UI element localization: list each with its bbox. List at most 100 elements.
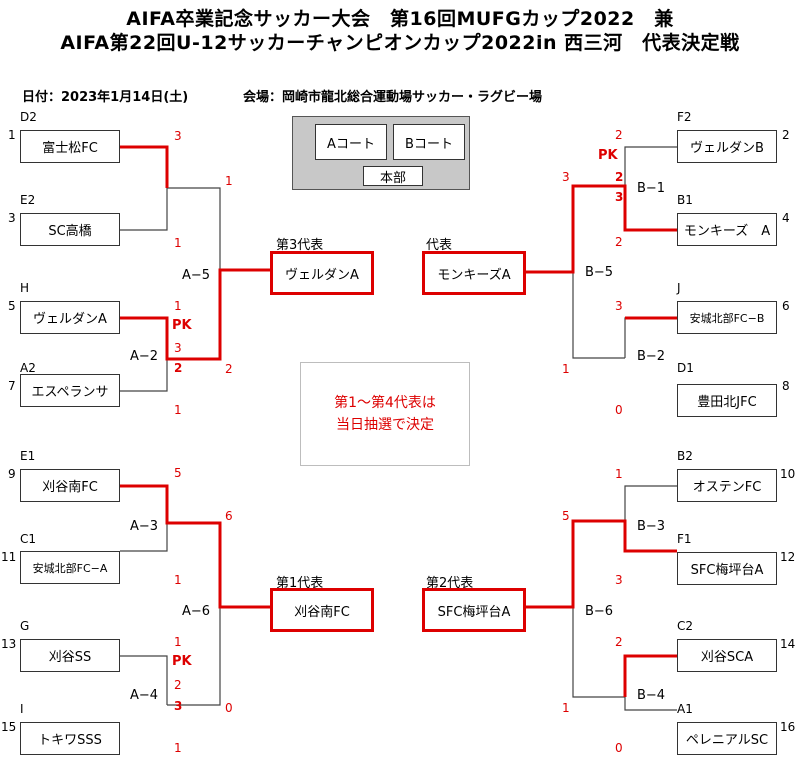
score: 2: [615, 128, 623, 142]
score: 1: [225, 174, 233, 188]
rep-title-1: 第1代表: [276, 576, 324, 591]
seed-number: 12: [780, 550, 796, 564]
team-box: 刈谷SS: [20, 639, 120, 672]
seed-number: 15: [1, 720, 17, 734]
team-code: B1: [677, 193, 693, 207]
score: 1: [174, 741, 182, 755]
team-box: 安城北部FC−A: [20, 551, 120, 584]
team-box: ヴェルダンB: [677, 130, 777, 163]
pk-label: PK: [598, 148, 618, 163]
team-box: 豊田北JFC: [677, 384, 777, 417]
court-a: Aコート: [315, 124, 387, 160]
team-code: C2: [677, 619, 694, 633]
score: 3: [174, 341, 182, 355]
score: 1: [562, 701, 570, 715]
seed-number: 8: [782, 379, 790, 393]
score: 2: [174, 361, 183, 375]
score: 2: [615, 170, 624, 184]
score: 1: [174, 403, 182, 417]
venue-map: Aコート Bコート 本部: [292, 116, 470, 190]
rep-title: 代表: [426, 238, 453, 253]
team-code: I: [20, 702, 24, 716]
match-label-b2: B−2: [637, 349, 666, 364]
draw-note: 第1～第4代表は 当日抽選で決定: [300, 362, 470, 466]
seed-number: 5: [8, 299, 16, 313]
team-box: 富士松FC: [20, 130, 120, 163]
seed-number: 2: [782, 128, 790, 142]
team-code: F2: [677, 110, 692, 124]
team-box: 刈谷SCA: [677, 639, 777, 672]
score: 1: [174, 299, 182, 313]
note-line-2: 当日抽選で決定: [336, 417, 434, 433]
score: 0: [225, 701, 233, 715]
score: 2: [225, 362, 233, 376]
match-label-b1: B−1: [637, 181, 666, 196]
rep-title-3: 第3代表: [276, 238, 324, 253]
team-box: モンキーズ A: [677, 213, 777, 246]
title-line-2: AIFA第22回U-12サッカーチャンピオンカップ2022in 西三河 代表決定…: [60, 32, 740, 54]
venue-label: 会場：岡崎市龍北総合運動場サッカー・ラグビー場: [243, 90, 543, 105]
team-code: E2: [20, 193, 36, 207]
team-box: ヴェルダンA: [20, 301, 120, 334]
team-code: D2: [20, 110, 37, 124]
team-box: SFC梅坪台A: [677, 552, 777, 585]
seed-number: 9: [8, 467, 16, 481]
match-label-b4: B−4: [637, 688, 666, 703]
match-label-a4: A−4: [130, 688, 159, 703]
seed-number: 14: [780, 637, 796, 651]
team-code: G: [20, 619, 30, 633]
score: 2: [174, 678, 182, 692]
rep-box: モンキーズA: [422, 251, 526, 295]
match-label-a5: A−5: [182, 268, 211, 283]
pk-label: PK: [172, 654, 192, 669]
team-code: C1: [20, 532, 37, 546]
score: 3: [174, 129, 182, 143]
score: 1: [174, 635, 182, 649]
score: 0: [615, 403, 623, 417]
seed-number: 7: [8, 379, 16, 393]
court-b: Bコート: [393, 124, 465, 160]
score: 1: [174, 573, 182, 587]
team-box: オステンFC: [677, 469, 777, 502]
team-code: E1: [20, 449, 36, 463]
team-code: F1: [677, 532, 692, 546]
match-label-b5: B−5: [585, 265, 614, 280]
team-box: SC高橋: [20, 213, 120, 246]
pk-label: PK: [172, 318, 192, 333]
team-box: 刈谷南FC: [20, 469, 120, 502]
seed-number: 13: [1, 637, 17, 651]
match-label-a6: A−6: [182, 604, 211, 619]
title-line-1: AIFA卒業記念サッカー大会 第16回MUFGカップ2022 兼: [126, 8, 674, 30]
score: 6: [225, 509, 233, 523]
score: 1: [562, 362, 570, 376]
seed-number: 11: [1, 550, 17, 564]
match-label-b6: B−6: [585, 604, 614, 619]
score: 3: [615, 190, 624, 204]
team-code: A1: [677, 702, 693, 716]
score: 2: [615, 235, 623, 249]
rep-box-3: ヴェルダンA: [270, 251, 374, 295]
rep-box-1: 刈谷南FC: [270, 588, 374, 632]
team-code: J: [677, 281, 681, 295]
score: 5: [174, 466, 182, 480]
team-box: エスペランサ: [20, 374, 120, 407]
match-label-a2: A−2: [130, 349, 159, 364]
score: 1: [174, 236, 182, 250]
team-code: B2: [677, 449, 693, 463]
rep-box-2: SFC梅坪台A: [422, 588, 526, 632]
score: 3: [174, 699, 183, 713]
team-box: ペレニアルSC: [677, 722, 777, 755]
seed-number: 6: [782, 299, 790, 313]
team-box: トキワSSS: [20, 722, 120, 755]
match-label-a3: A−3: [130, 519, 159, 534]
seed-number: 10: [780, 467, 796, 481]
rep-title-2: 第2代表: [426, 576, 474, 591]
score: 3: [615, 573, 623, 587]
score: 1: [615, 467, 623, 481]
headquarters: 本部: [363, 166, 423, 186]
seed-number: 1: [8, 128, 16, 142]
team-code: D1: [677, 361, 694, 375]
seed-number: 4: [782, 211, 790, 225]
seed-number: 3: [8, 211, 16, 225]
